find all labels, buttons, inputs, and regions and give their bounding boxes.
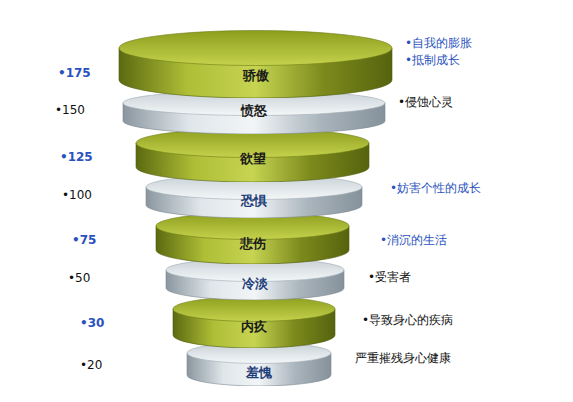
- level-number: •125: [60, 151, 93, 163]
- level-number: •20: [80, 359, 102, 371]
- emotion-label: 愤怒: [122, 104, 386, 117]
- level-number: •175: [58, 67, 91, 79]
- effect-note: •导致身心的疾病: [362, 314, 453, 326]
- funnel-disc: 悲伤: [155, 212, 350, 264]
- level-number: •50: [68, 272, 90, 284]
- level-number: •100: [62, 189, 92, 201]
- disc-shape: [118, 30, 393, 98]
- effect-note: •自我的膨胀: [405, 37, 472, 49]
- level-number: •75: [72, 234, 96, 246]
- emotion-label: 骄傲: [118, 69, 393, 82]
- level-number: •150: [55, 104, 85, 116]
- emotion-label: 恐惧: [145, 194, 363, 207]
- effect-note: 严重摧残身心健康: [355, 352, 451, 364]
- emotion-label: 内疚: [172, 320, 336, 333]
- funnel-disc: 冷淡: [165, 258, 345, 300]
- effect-note: •受害者: [368, 271, 411, 283]
- disc-shape: [186, 342, 332, 386]
- emotion-label: 欲望: [135, 152, 370, 165]
- effect-note: •侵蚀心灵: [398, 96, 453, 108]
- funnel-disc: 内疚: [172, 296, 336, 348]
- emotion-label: 悲伤: [155, 237, 350, 250]
- emotion-label: 羞愧: [186, 366, 332, 379]
- emotion-label: 冷淡: [165, 277, 345, 290]
- effect-note: •消沉的生活: [380, 234, 447, 246]
- funnel-disc: 羞愧: [186, 342, 332, 386]
- funnel-disc: 骄傲: [118, 30, 393, 98]
- level-number: •30: [80, 317, 104, 329]
- effect-note: •抵制成长: [405, 54, 460, 66]
- effect-note: •妨害个性的成长: [390, 182, 481, 194]
- funnel-disc: 欲望: [135, 128, 370, 182]
